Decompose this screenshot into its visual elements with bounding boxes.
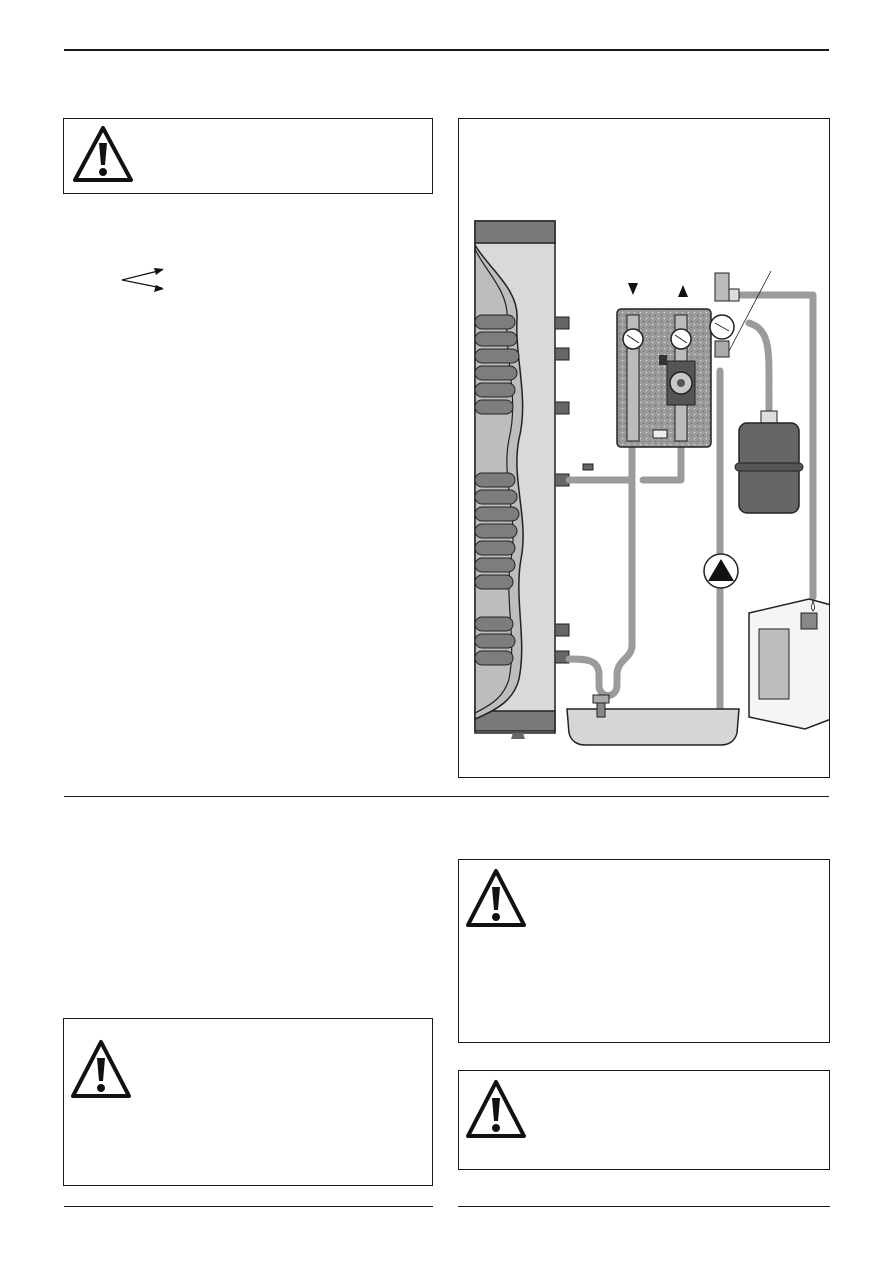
warning-triangle-icon: [466, 869, 526, 927]
solar-pump-station-diagram: [458, 118, 830, 778]
storage-tank: [474, 220, 570, 739]
warning-box-top-left: [63, 118, 433, 194]
warning-box-right-large: [458, 859, 830, 1043]
warning-box-bottom-left: [63, 1018, 433, 1186]
flow-down-arrow-icon: [628, 283, 638, 295]
footer-rule-right: [458, 1206, 830, 1207]
flow-up-arrow-icon: [678, 285, 688, 297]
direction-arrows-icon: [121, 268, 164, 292]
pump-station: [616, 308, 712, 448]
expansion-vessel: [734, 410, 804, 514]
safety-valve: [709, 270, 772, 358]
section-rule: [64, 796, 829, 797]
fluid-canister: [748, 598, 829, 730]
warning-box-right-small: [458, 1070, 830, 1170]
header-rule: [64, 49, 829, 51]
warning-triangle-icon: [71, 1040, 131, 1098]
warning-triangle-icon: [73, 126, 133, 182]
footer-rule-left: [64, 1206, 433, 1207]
collecting-tray: [566, 694, 740, 746]
filling-pump: [703, 553, 739, 589]
warning-triangle-icon: [466, 1080, 526, 1138]
